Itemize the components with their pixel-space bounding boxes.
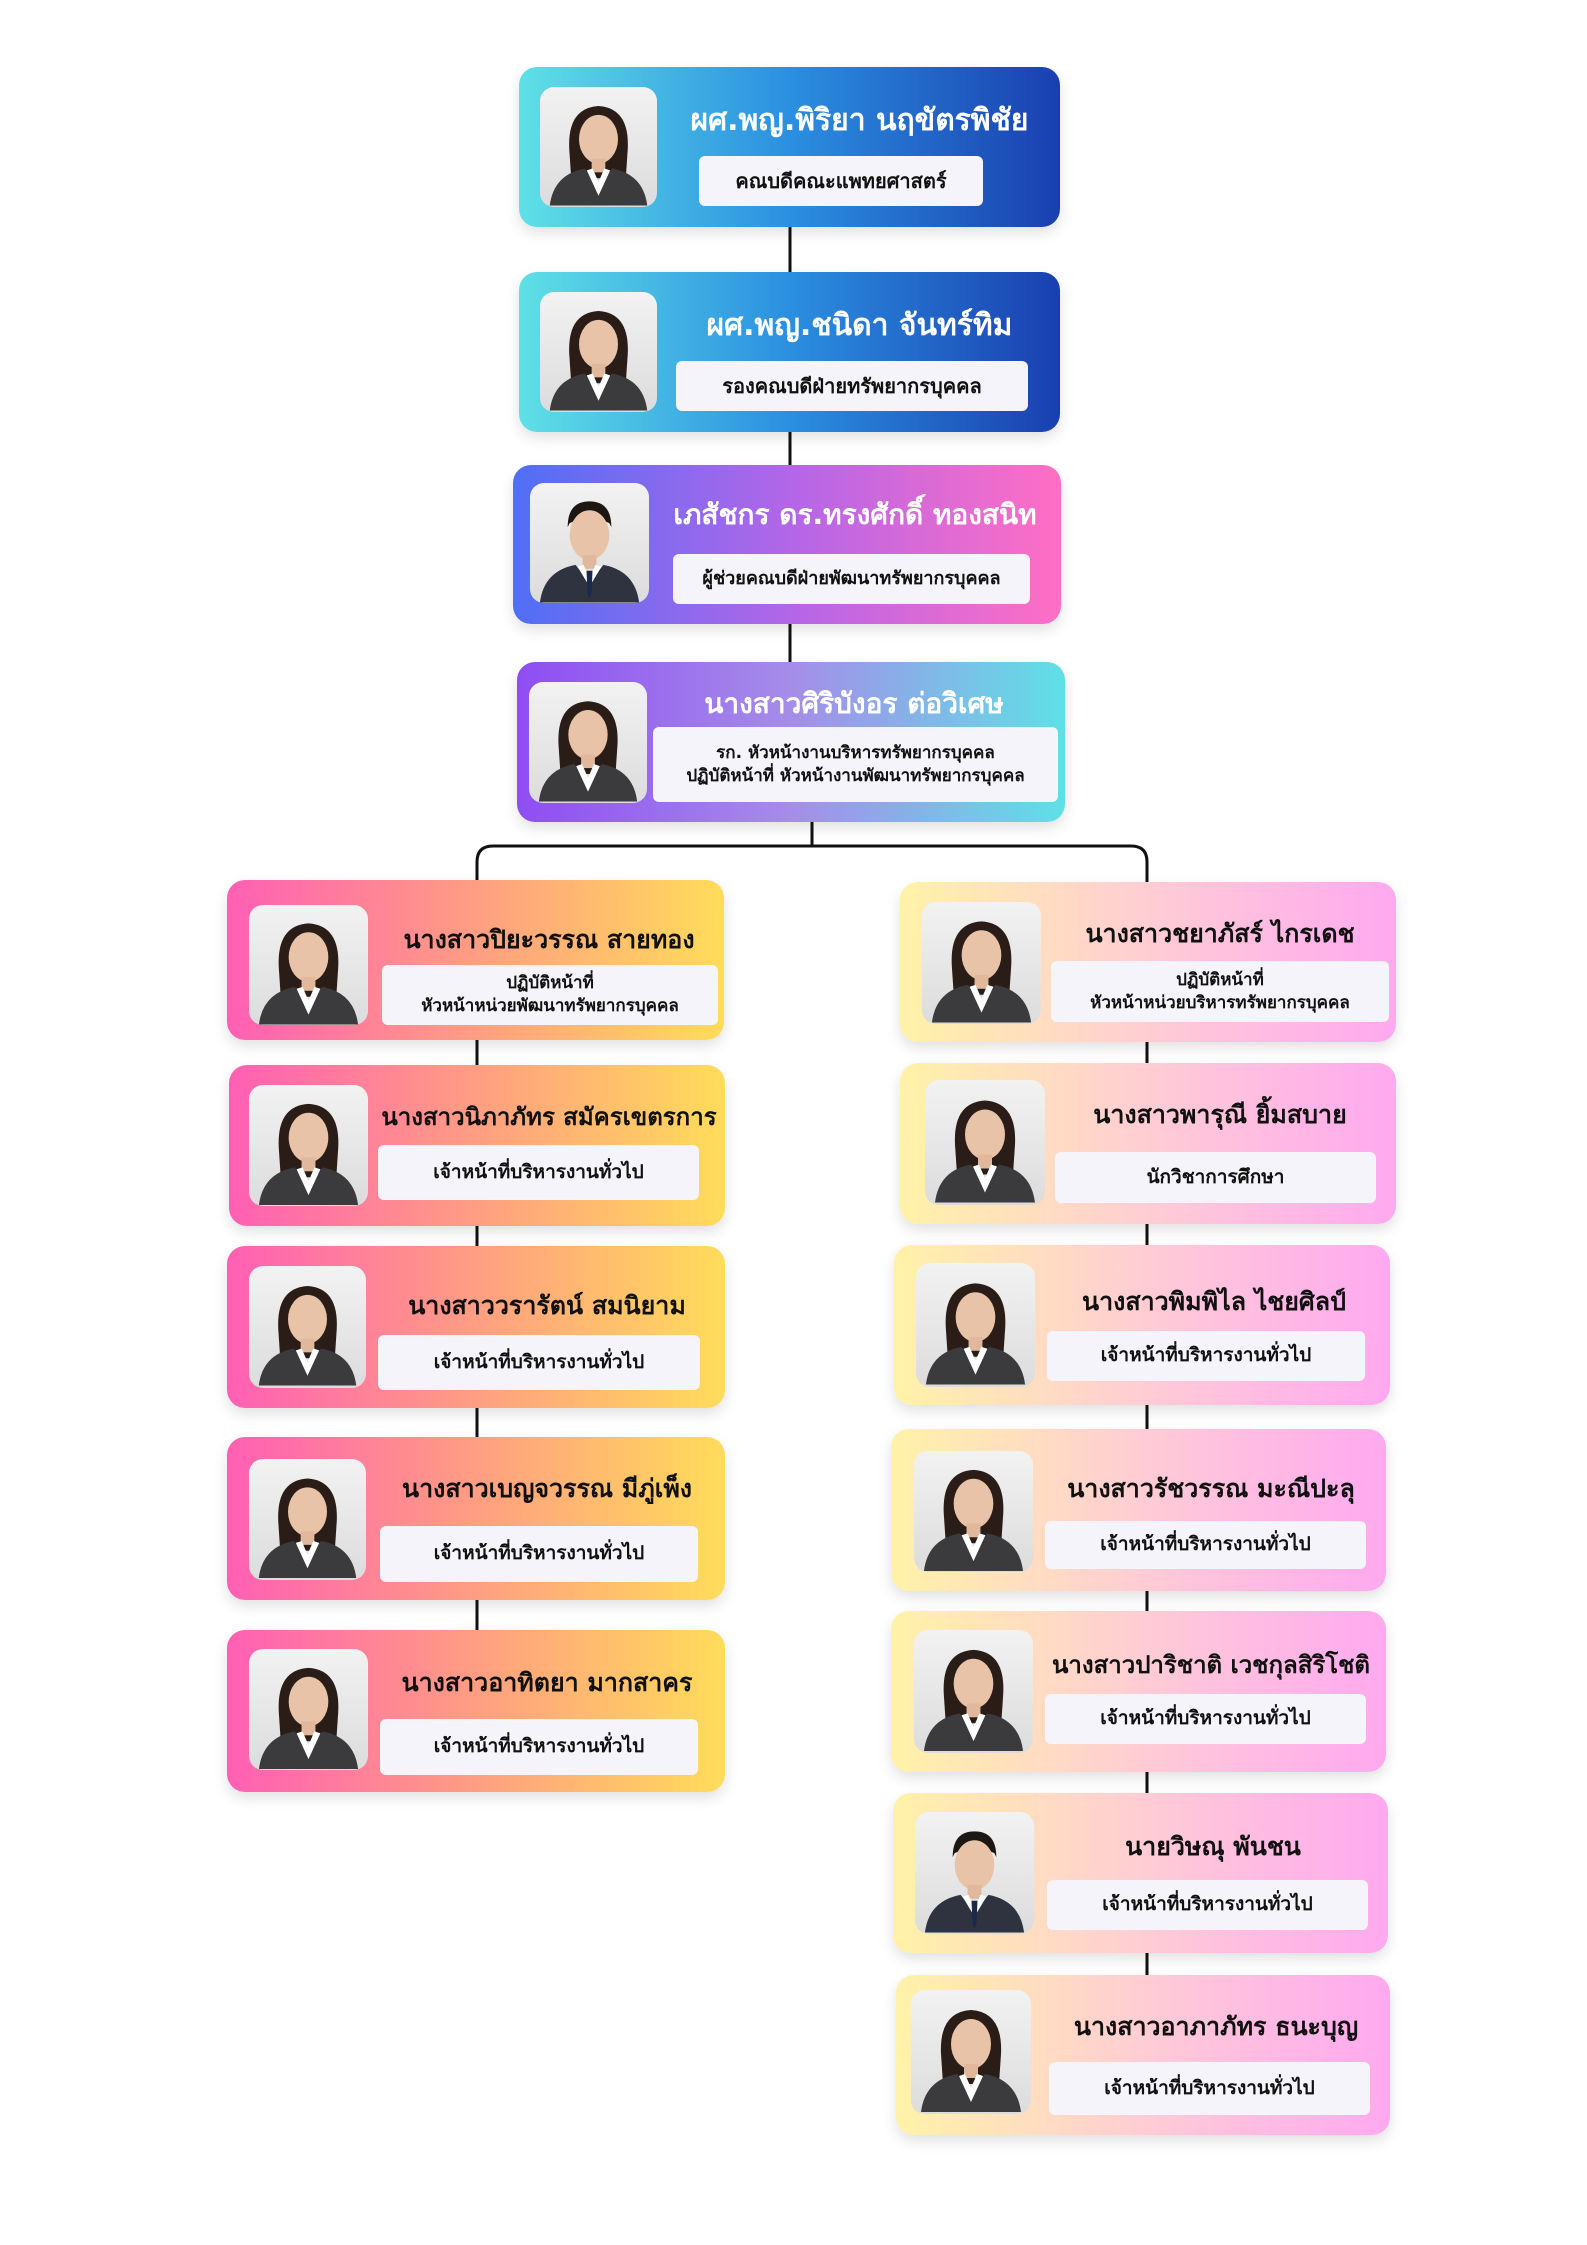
female-portrait-photo: [249, 1459, 366, 1580]
person-name: นายวิษณุ พันชน: [1125, 1832, 1301, 1861]
position-title: เจ้าหน้าที่บริหารงานทั่วไป: [378, 1145, 699, 1200]
position-title: เจ้าหน้าที่บริหารงานทั่วไป: [380, 1526, 698, 1582]
position-title: คณบดีคณะแพทยศาสตร์: [699, 156, 983, 206]
person-name: ผศ.พญ.ชนิดา จันทร์ทิม: [706, 308, 1013, 343]
org-card-right-3: นางสาวพิมพิไล ไชยศิลป์ เจ้าหน้าที่บริหาร…: [894, 1245, 1390, 1405]
female-portrait-photo: [540, 87, 657, 207]
male-portrait-photo: [915, 1812, 1034, 1934]
person-name: นางสาวปาริชาติ เวชกุลสิริโชติ: [1051, 1651, 1371, 1679]
person-name: เภสัชกร ดร.ทรงศักดิ์ ทองสนิท: [673, 498, 1037, 531]
position-title: นักวิชาการศึกษา: [1055, 1152, 1376, 1203]
org-card-right-2: นางสาวพารุณี ยิ้มสบาย นักวิชาการศึกษา: [900, 1063, 1396, 1224]
female-portrait-photo: [914, 1630, 1033, 1753]
org-card-right-4: นางสาวรัชวรรณ มะณีปะลุ เจ้าหน้าที่บริหาร…: [891, 1429, 1386, 1591]
org-card-left-4: นางสาวเบญจวรรณ มีภู่เพ็ง เจ้าหน้าที่บริห…: [227, 1437, 725, 1600]
position-title: เจ้าหน้าที่บริหารงานทั่วไป: [1045, 1694, 1366, 1744]
person-name: นางสาวอาภาภัทร ธนะบุญ: [1073, 2012, 1359, 2041]
org-card-right-5: นางสาวปาริชาติ เวชกุลสิริโชติ เจ้าหน้าที…: [891, 1611, 1386, 1772]
person-name: ผศ.พญ.พิริยา นฤขัตรพิชัย: [690, 103, 1029, 138]
female-portrait-photo: [914, 1451, 1033, 1572]
position-title: เจ้าหน้าที่บริหารงานทั่วไป: [380, 1719, 698, 1775]
female-portrait-photo: [249, 1085, 368, 1206]
female-portrait-photo: [922, 902, 1041, 1024]
person-name: นางสาวอาทิตยา มากสาคร: [401, 1668, 693, 1697]
person-name: นางสาวปิยะวรรณ สายทอง: [403, 925, 695, 954]
female-portrait-photo: [249, 1649, 368, 1770]
position-title: ปฏิบัติหน้าที่ หัวหน้าหน่วยพัฒนาทรัพยากร…: [382, 965, 718, 1025]
org-card-left-3: นางสาววรารัตน์ สมนิยาม เจ้าหน้าที่บริหาร…: [227, 1246, 725, 1408]
female-portrait-photo: [916, 1263, 1035, 1387]
person-name: นางสาวรัชวรรณ มะณีปะลุ: [1067, 1474, 1355, 1503]
position-title: รองคณบดีฝ่ายทรัพยากรบุคคล: [676, 361, 1028, 411]
position-title: รก. หัวหน้างานบริหารทรัพยากรบุคคล ปฏิบัต…: [653, 727, 1058, 802]
female-portrait-photo: [529, 682, 647, 803]
female-portrait-photo: [249, 1266, 366, 1388]
position-title: เจ้าหน้าที่บริหารงานทั่วไป: [1049, 2062, 1370, 2115]
position-title: เจ้าหน้าที่บริหารงานทั่วไป: [1047, 1331, 1365, 1381]
person-name: นางสาวนิภาภัทร สมัครเขตรการ: [381, 1103, 717, 1131]
female-portrait-photo: [540, 292, 657, 412]
position-title: ปฏิบัติหน้าที่ หัวหน้าหน่วยบริหารทรัพยาก…: [1051, 961, 1389, 1022]
position-title: เจ้าหน้าที่บริหารงานทั่วไป: [1047, 1880, 1368, 1930]
org-card-left-1: นางสาวปิยะวรรณ สายทอง ปฏิบัติหน้าที่ หัว…: [227, 880, 724, 1040]
person-name: นางสาวพารุณี ยิ้มสบาย: [1093, 1100, 1347, 1129]
connector-branch: [475, 844, 1149, 882]
female-portrait-photo: [249, 905, 368, 1025]
org-card-right-1: นางสาวชยาภัสร์ ไกรเดช ปฏิบัติหน้าที่ หัว…: [900, 882, 1396, 1042]
org-card-left-5: นางสาวอาทิตยา มากสาคร เจ้าหน้าที่บริหารง…: [227, 1630, 725, 1792]
org-card-right-6: นายวิษณุ พันชน เจ้าหน้าที่บริหารงานทั่วไ…: [893, 1793, 1388, 1953]
org-card-deputy-dean: ผศ.พญ.ชนิดา จันทร์ทิม รองคณบดีฝ่ายทรัพยา…: [519, 272, 1060, 432]
person-name: นางสาวพิมพิไล ไชยศิลป์: [1082, 1287, 1346, 1316]
org-card-left-2: นางสาวนิภาภัทร สมัครเขตรการ เจ้าหน้าที่บ…: [229, 1065, 725, 1226]
person-name: นางสาวศิริบังอร ต่อวิเศษ: [704, 687, 1004, 720]
position-title: เจ้าหน้าที่บริหารงานทั่วไป: [1045, 1521, 1366, 1569]
position-title: ผู้ช่วยคณบดีฝ่ายพัฒนาทรัพยากรบุคคล: [673, 554, 1030, 604]
person-name: นางสาววรารัตน์ สมนิยาม: [408, 1291, 686, 1320]
female-portrait-photo: [911, 1990, 1031, 2114]
org-card-assistant-dean: เภสัชกร ดร.ทรงศักดิ์ ทองสนิท ผู้ช่วยคณบด…: [513, 465, 1061, 624]
male-portrait-photo: [530, 483, 649, 603]
org-card-head-hr: นางสาวศิริบังอร ต่อวิเศษ รก. หัวหน้างานบ…: [517, 662, 1065, 822]
position-title: เจ้าหน้าที่บริหารงานทั่วไป: [378, 1335, 700, 1390]
female-portrait-photo: [925, 1080, 1045, 1205]
person-name: นางสาวเบญจวรรณ มีภู่เพ็ง: [401, 1474, 692, 1503]
org-card-dean: ผศ.พญ.พิริยา นฤขัตรพิชัย คณบดีคณะแพทยศาส…: [519, 67, 1060, 227]
org-card-right-7: นางสาวอาภาภัทร ธนะบุญ เจ้าหน้าที่บริหารง…: [896, 1975, 1390, 2135]
person-name: นางสาวชยาภัสร์ ไกรเดช: [1085, 919, 1355, 948]
